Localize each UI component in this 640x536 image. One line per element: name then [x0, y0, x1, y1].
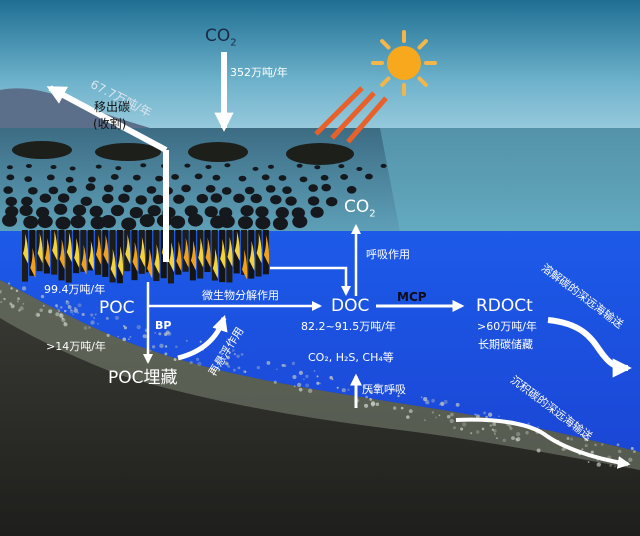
- gases-label: CO₂, H₂S, CH₄等: [308, 351, 394, 364]
- doc-flux: 82.2~91.5万吨/年: [301, 320, 396, 333]
- atm-co2-label: CO2: [205, 26, 237, 49]
- dissolved-transport-arrow: [547, 317, 632, 378]
- co2-uptake-flux: 352万吨/年: [230, 66, 288, 79]
- poc-label: POC: [99, 298, 135, 318]
- doc-label: DOC: [331, 296, 370, 316]
- harvest-note: (收割): [93, 117, 127, 131]
- aquaculture-buoys: [2, 163, 387, 231]
- rdoct-note: 长期碳储藏: [478, 338, 533, 351]
- decomposition-label: 微生物分解作用: [202, 289, 279, 302]
- resuspension-arrow: [177, 314, 228, 361]
- kelp-rafts: [12, 141, 354, 165]
- rdoct-flux: >60万吨/年: [477, 320, 537, 333]
- sun-icon: [371, 30, 437, 96]
- rdoct-label: RDOCt: [476, 296, 533, 316]
- respiration-label: 呼吸作用: [366, 248, 410, 261]
- poc-burial-label: POC埋藏: [108, 368, 178, 388]
- poc-flux: 99.4万吨/年: [44, 283, 106, 296]
- harvest-label: 移出碳: [94, 100, 131, 114]
- kelp-forest: [22, 230, 270, 284]
- anaerobic-label: 厌氧呼吸: [362, 383, 406, 396]
- mcp-label: MCP: [397, 290, 427, 304]
- burial-flux: >14万吨/年: [46, 340, 106, 353]
- harvest-arrow: [46, 85, 168, 153]
- bp-label: BP: [155, 319, 172, 332]
- exudation-arrow: [270, 266, 351, 296]
- sediment-transport-arrow: [455, 417, 631, 469]
- sunlight-beams: [314, 86, 388, 144]
- water-co2-label: CO2: [344, 197, 376, 220]
